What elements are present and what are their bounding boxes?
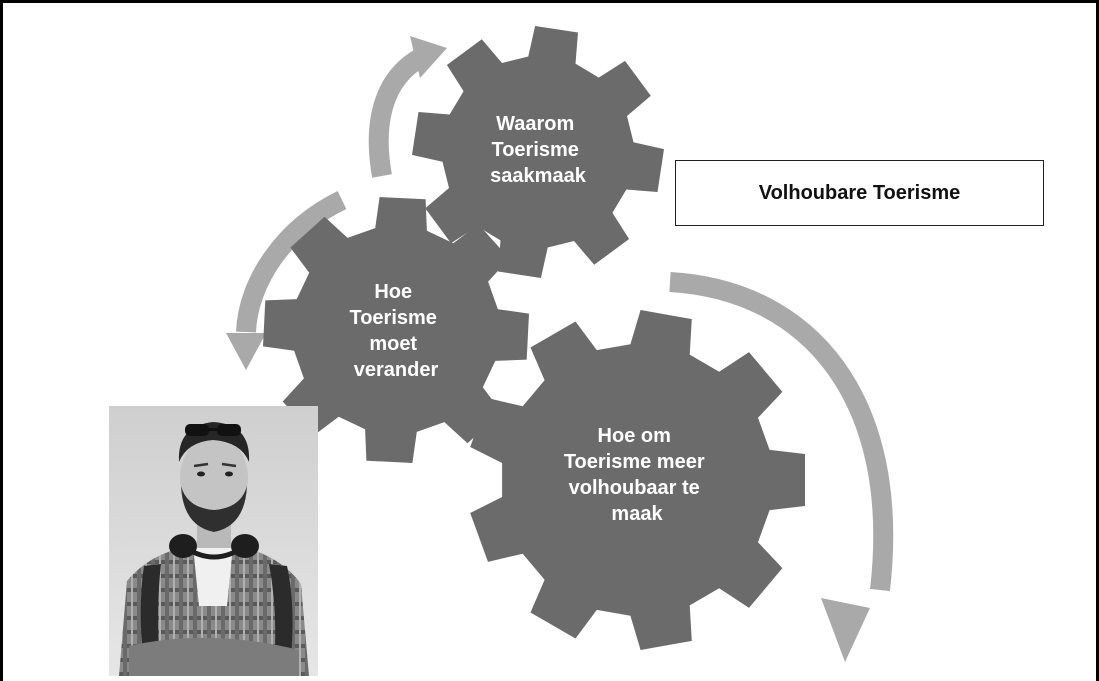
gear-top-shape (412, 26, 664, 278)
title-text: Volhoubare Toerisme (758, 181, 961, 204)
title-box: Volhoubare Toerisme (675, 160, 1044, 226)
gear-waarom (412, 26, 664, 278)
gear-big-shape (470, 310, 805, 650)
curved-arrow-down-left-icon (226, 190, 347, 370)
gear-hoe-verander (263, 197, 529, 463)
gear-label-hoe-verander: Hoe Toerisme moet verander (349, 281, 442, 381)
person-photo-icon (109, 406, 318, 676)
person-photo (109, 406, 318, 676)
gear-left-shape (263, 197, 529, 463)
gear-label-hoe-volhoubaar: Hoe om Toerisme meer volhoubaar te maak (564, 425, 710, 525)
curved-arrow-up-icon (368, 36, 447, 178)
gear-hoe-volhoubaar (470, 310, 805, 650)
gear-label-waarom: Waarom Toerisme saakmaak (490, 113, 587, 187)
curved-arrow-down-right-icon (669, 272, 894, 662)
